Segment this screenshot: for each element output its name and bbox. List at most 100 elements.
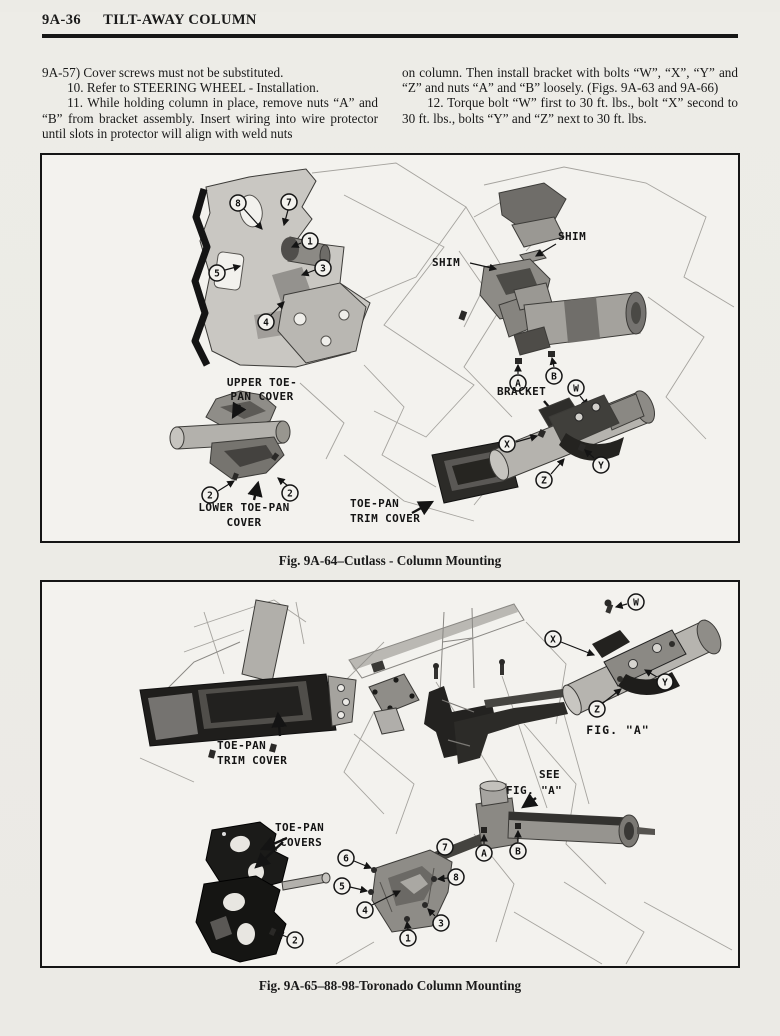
fig1-callout-7: 7 (280, 192, 298, 226)
svg-text:TOE-PAN: TOE-PAN (350, 497, 399, 510)
svg-text:Y: Y (598, 460, 604, 471)
svg-text:4: 4 (263, 317, 269, 328)
paragraph: 9A-57) Cover screws must not be substitu… (42, 64, 284, 80)
svg-text:B: B (551, 371, 557, 382)
fig2-callout-5: 5 (333, 876, 369, 895)
svg-text:TRIM COVER: TRIM COVER (350, 512, 420, 525)
fig1-callout-3: 3 (300, 258, 332, 277)
toe-pan-cover-assembly (169, 390, 291, 481)
text-column-right: on column. Then install bracket with bol… (402, 65, 738, 142)
fig2-callout-2: 2 (275, 930, 304, 949)
svg-text:2: 2 (287, 488, 293, 499)
page-number: 9A-36 (42, 12, 82, 28)
body-text: 9A-57) Cover screws must not be substitu… (42, 65, 738, 142)
svg-text:5: 5 (339, 881, 345, 892)
svg-text:FIG. "A": FIG. "A" (506, 784, 562, 797)
svg-text:TOE-PAN: TOE-PAN (275, 821, 324, 834)
svg-text:5: 5 (214, 268, 220, 279)
text-column-left: 9A-57) Cover screws must not be substitu… (42, 65, 378, 142)
svg-text:PAN COVER: PAN COVER (230, 390, 293, 403)
toe-pan-trim-cover-illustration (139, 599, 357, 759)
fig1-callout-x: X (498, 433, 539, 453)
fig2-callout-b: B (509, 829, 527, 860)
svg-text:X: X (504, 439, 510, 450)
shim-label-left: SHIM (432, 256, 498, 271)
svg-text:7: 7 (286, 197, 292, 208)
svg-text:LOWER TOE-PAN: LOWER TOE-PAN (198, 501, 289, 514)
fig2-callout-a: A (475, 833, 493, 862)
svg-text:B: B (515, 846, 521, 857)
svg-text:8: 8 (235, 198, 241, 209)
svg-text:Y: Y (662, 677, 668, 688)
svg-text:1: 1 (405, 933, 411, 944)
steering-column-illustration (498, 282, 647, 416)
svg-text:Z: Z (541, 475, 547, 486)
page-title: TILT-AWAY COLUMN (103, 12, 257, 28)
fig2-callout-8: 8 (436, 867, 465, 886)
fig1-callout-1: 1 (290, 231, 319, 250)
fig2-callout-3: 3 (427, 907, 450, 932)
fig2-callout-4: 4 (356, 890, 402, 919)
page-header: 9A-36 TILT-AWAY COLUMN (42, 12, 738, 29)
svg-text:4: 4 (362, 905, 368, 916)
svg-text:TOE-PAN: TOE-PAN (217, 739, 266, 752)
manual-page: 9A-36 TILT-AWAY COLUMN 9A-57) Cover screw… (0, 12, 780, 1036)
sketch-lines (139, 599, 733, 965)
fig1-callout-4: 4 (257, 300, 285, 331)
figure-9a-64-drawing: 8 7 1 3 5 4 (169, 162, 735, 529)
paragraph: 12. Torque bolt “W” first to 30 ft. lbs.… (402, 95, 738, 126)
fig1-callout-2-left: 2 (201, 480, 235, 504)
firewall-bracket-illustration (348, 603, 586, 764)
svg-text:3: 3 (320, 263, 326, 274)
fig1-callout-8: 8 (229, 193, 263, 230)
shim-label-right: SHIM (534, 230, 586, 257)
svg-text:SHIM: SHIM (558, 230, 586, 243)
svg-text:SEE: SEE (539, 768, 560, 781)
toe-pan-trim-cover-label: TOE-PAN TRIM COVER (350, 497, 435, 525)
fig1-callout-2-right: 2 (277, 476, 299, 502)
svg-text:BRACKET: BRACKET (497, 385, 546, 398)
svg-text:COVER: COVER (226, 516, 261, 529)
paragraph: on column. Then install bracket with bol… (402, 64, 738, 95)
svg-text:X: X (550, 634, 556, 645)
lower-toe-pan-cover-label: LOWER TOE-PAN COVER (198, 480, 289, 529)
svg-text:6: 6 (343, 853, 349, 864)
svg-text:2: 2 (207, 490, 213, 501)
paragraph: 10. Refer to STEERING WHEEL - Installati… (67, 79, 320, 95)
svg-text:7: 7 (442, 842, 448, 853)
figure-9a-65: TOE-PAN TRIM COVER (40, 579, 740, 968)
column-clamp-illustration (488, 390, 655, 481)
figure-9a-65-caption: Fig. 9A-65–88-98-Toronado Column Mountin… (258, 977, 522, 993)
svg-text:3: 3 (438, 918, 444, 929)
fig2-callout-7: 7 (430, 837, 454, 861)
svg-text:A: A (515, 378, 521, 389)
svg-text:W: W (573, 383, 579, 394)
figure-9a-64-caption: Fig. 9A-64–Cutlass - Column Mounting (278, 552, 502, 568)
svg-text:Z: Z (594, 704, 600, 715)
fig2-callout-x: X (544, 629, 596, 656)
svg-text:A: A (481, 848, 487, 859)
fig1-callout-a: A (509, 363, 527, 392)
svg-text:TRIM COVER: TRIM COVER (217, 754, 287, 767)
fig2-callout-1: 1 (399, 920, 417, 947)
header-rule (42, 34, 738, 38)
toe-pan-covers-label: TOE-PAN COVERS (254, 821, 324, 869)
svg-text:COVERS: COVERS (280, 836, 322, 849)
fig1-callout-5: 5 (208, 263, 242, 282)
svg-text:UPPER TOE-: UPPER TOE- (227, 376, 297, 389)
svg-text:SHIM: SHIM (432, 256, 460, 269)
figure-9a-64: 8 7 1 3 5 4 (40, 152, 740, 543)
fig-a-caption: FIG. "A" (586, 723, 649, 737)
fig-a-inset-illustration (562, 599, 722, 715)
svg-text:8: 8 (453, 872, 459, 883)
fig2-callout-z: Z (588, 687, 622, 718)
see-fig-a-label: SEE FIG. "A" (506, 768, 562, 809)
upper-toe-pan-cover-label: UPPER TOE- PAN COVER (227, 376, 297, 419)
paragraph: 11. While holding column in place, remov… (42, 95, 378, 142)
svg-text:2: 2 (292, 935, 298, 946)
fig1-callout-b: B (545, 356, 563, 385)
figure-9a-65-drawing: TOE-PAN TRIM COVER (139, 592, 733, 965)
fig2-callout-6: 6 (337, 848, 373, 869)
fig1-callout-z: Z (535, 457, 565, 489)
fig2-callout-w: W (614, 592, 645, 611)
